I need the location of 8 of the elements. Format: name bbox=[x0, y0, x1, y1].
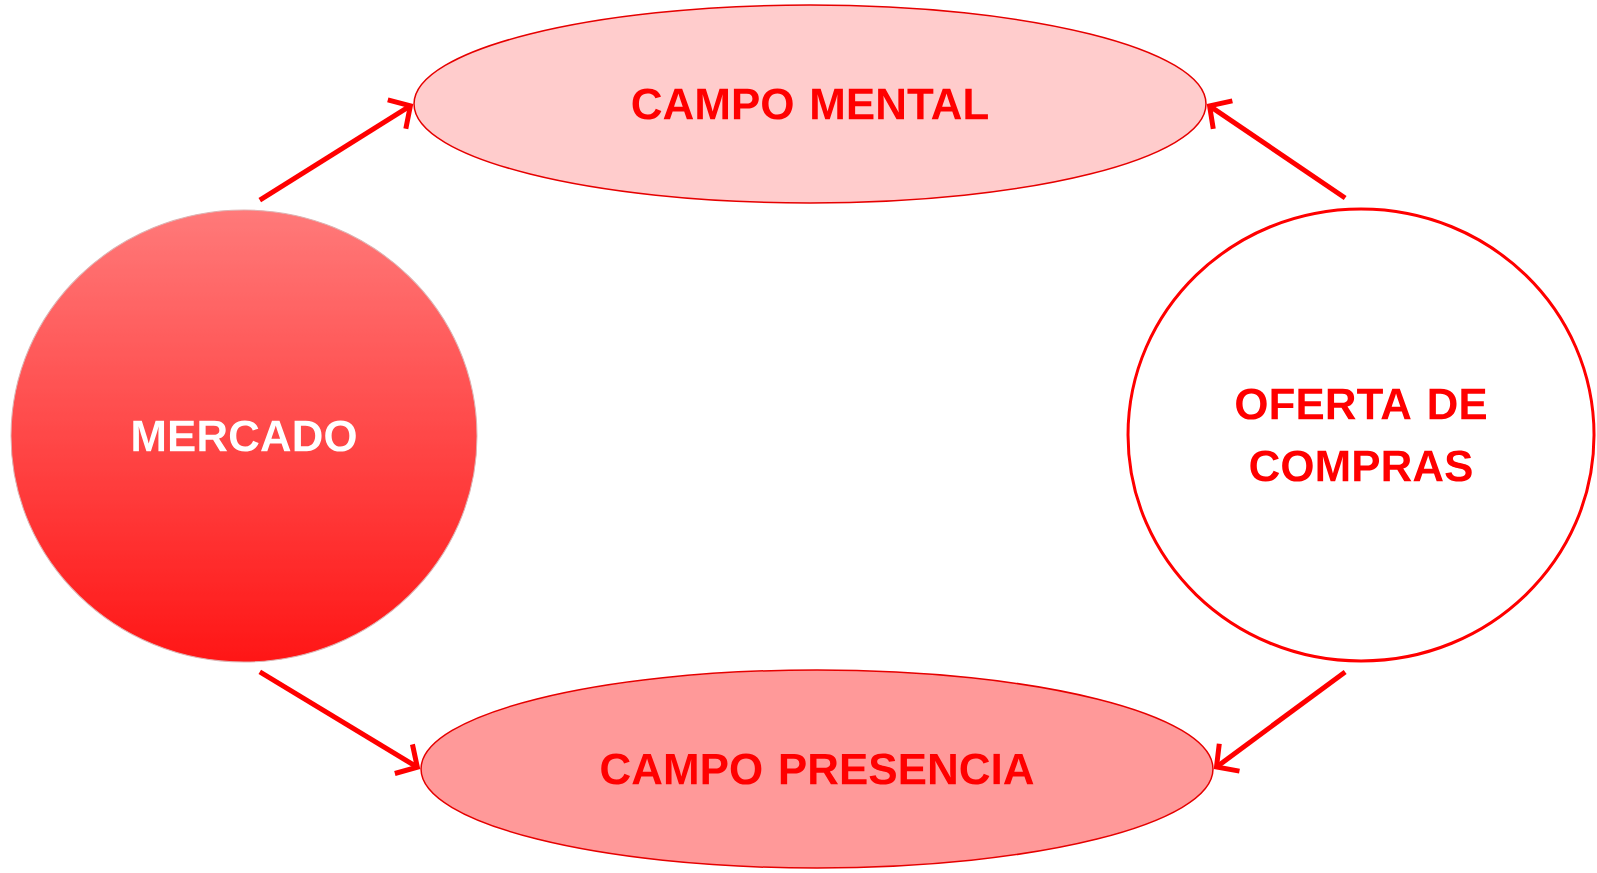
arrow bbox=[258, 669, 421, 776]
sphere-node: MERCADO bbox=[10, 209, 478, 663]
ellipse-node: CAMPO PRESENCIA bbox=[420, 669, 1214, 869]
ellipse-node: CAMPO MENTAL bbox=[413, 4, 1207, 204]
arrow bbox=[258, 97, 414, 203]
arrow bbox=[1213, 669, 1347, 774]
circle-node: OFERTA DE COMPRAS bbox=[1126, 207, 1596, 663]
arrow bbox=[1206, 98, 1347, 201]
